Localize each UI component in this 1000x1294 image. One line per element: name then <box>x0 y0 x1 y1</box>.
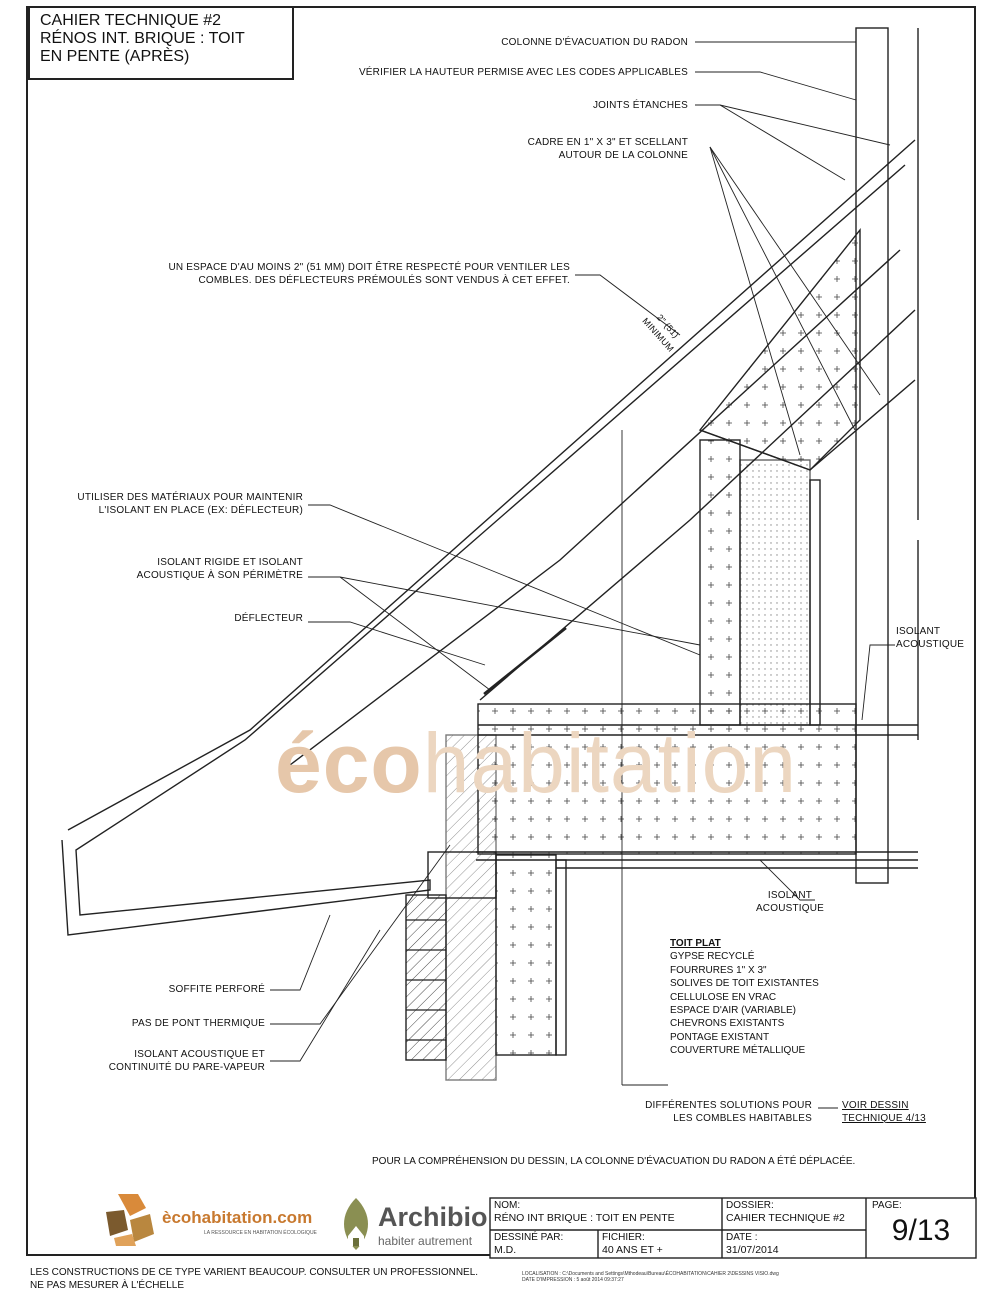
title-block-name: NOM: RÉNO INT BRIQUE : TOIT EN PENTE <box>490 1198 722 1230</box>
flat-roof-item: GYPSE RECYCLÉ <box>670 951 755 963</box>
label-rigid-insulation: ISOLANT RIGIDE ET ISOLANT ACOUSTIQUE À S… <box>100 557 303 582</box>
label-frame: CADRE EN 1" X 3" ET SCELLANT AUTOUR DE L… <box>480 137 688 162</box>
watermark-bold: éco <box>275 716 423 810</box>
radon-column <box>855 27 889 884</box>
title-block-date: DATE : 31/07/2014 <box>722 1230 866 1258</box>
label-acoustic-b2: ACOUSTIQUE <box>755 902 825 914</box>
label-acoustic-a1: ISOLANT <box>896 626 941 637</box>
label-see-1: VOIR DESSIN <box>842 1100 909 1111</box>
archibio-brand: Archibio <box>378 1202 488 1232</box>
dossier-value: CAHIER TECHNIQUE #2 <box>726 1212 845 1224</box>
label-ventilation-space: UN ESPACE D'AU MOINS 2" (51 mm) DOIT ÊTR… <box>130 262 570 287</box>
flat-roof-item: CELLULOSE EN VRAC <box>670 991 777 1003</box>
deflector-line <box>483 627 567 695</box>
label-acoustic-a2: ACOUSTIQUE <box>896 638 965 650</box>
label-acoustic-b1: ISOLANT <box>767 890 813 901</box>
ecohabitation-brand: ècohabitation.com <box>162 1208 312 1228</box>
page-number: 9/13 <box>891 1214 951 1247</box>
ecohabitation-watermark: écohabitation <box>275 715 797 812</box>
ecohabitation-logo: ècohabitation.com LA RESSOURCE EN HABITA… <box>100 1192 330 1252</box>
label-materials: UTILISER DES MATÉRIAUX POUR MAINTENIR L'… <box>60 492 303 517</box>
dossier-label: DOSSIER: <box>726 1200 774 1211</box>
title-line-2: RÉNOS INT. BRIQUE : TOIT <box>40 30 245 47</box>
label-acoustic-c2: CONTINUITÉ DU PARE-VAPEUR <box>108 1061 265 1073</box>
label-joints: JOINTS ÉTANCHES <box>592 100 688 111</box>
file-location-line: LOCALISATION : C:\Documents and Settings… <box>522 1271 779 1277</box>
slanted-insulation <box>698 228 861 471</box>
archibio-logo: Archibio habiter autrement <box>338 1196 488 1256</box>
label-solutions-2: LES COMBLES HABITABLES <box>673 1112 812 1124</box>
date-value: 31/07/2014 <box>726 1244 779 1256</box>
roof-slope-outer <box>61 164 906 936</box>
label-materials-1: UTILISER DES MATÉRIAUX POUR MAINTENIR <box>77 492 303 503</box>
title-block-file: FICHIER: 40 ANS ET + <box>598 1230 722 1258</box>
name-label: NOM: <box>494 1200 521 1211</box>
flat-roof-item: PONTAGE EXISTANT <box>670 1031 770 1043</box>
archibio-tagline: habiter autrement <box>378 1234 473 1248</box>
flat-roof-item: ESPACE D'AIR (VARIABLE) <box>670 1005 797 1017</box>
eco-brand-text: ècohabitation.com <box>162 1208 313 1227</box>
title-line-1: CAHIER TECHNIQUE #2 <box>40 12 222 29</box>
label-solutions-1: DIFFÉRENTES SOLUTIONS POUR <box>645 1100 812 1111</box>
label-space-1: UN ESPACE D'AU MOINS 2" (51 mm) DOIT ÊTR… <box>168 262 570 273</box>
label-thermal-bridge: PAS DE PONT THERMIQUE <box>131 1018 265 1029</box>
label-solutions: DIFFÉRENTES SOLUTIONS POUR LES COMBLES H… <box>600 1100 812 1125</box>
flat-roof-item: SOLIVES DE TOIT EXISTANTES <box>670 978 819 990</box>
title-block-dossier: DOSSIER: CAHIER TECHNIQUE #2 <box>722 1198 866 1230</box>
flat-roof-heading: TOIT PLAT <box>670 938 721 949</box>
watermark-light: habitation <box>422 716 798 810</box>
label-rigid-1: ISOLANT RIGIDE ET ISOLANT <box>157 557 303 568</box>
label-see-2: TECHNIQUE 4/13 <box>842 1112 926 1124</box>
interior-wall <box>495 854 557 1056</box>
drawn-by-label: DESSINÉ PAR: <box>494 1232 564 1243</box>
file-label: FICHIER: <box>602 1232 645 1243</box>
title-line-3: EN PENTE (APRÈS) <box>40 48 190 65</box>
archibio-leaf-icon <box>344 1198 368 1250</box>
page-label: PAGE: <box>872 1200 902 1211</box>
title-block-drawn-by: DESSINÉ PAR: M.D. <box>490 1230 598 1258</box>
file-value: 40 ANS ET + <box>602 1244 663 1256</box>
label-soffit: SOFFITE PERFORÉ <box>168 984 265 995</box>
ecohabitation-logo-icon <box>106 1194 154 1246</box>
file-location: LOCALISATION : C:\Documents and Settings… <box>522 1271 779 1283</box>
flat-roof-item: FOURRURES 1" X 3" <box>670 964 767 976</box>
label-frame-1: CADRE EN 1" X 3" ET SCELLANT <box>527 137 688 148</box>
label-acoustic-insulation-b: ISOLANT ACOUSTIQUE <box>725 890 855 915</box>
label-height-check: VÉRIFIER LA HAUTEUR PERMISE AVEC LES COD… <box>358 67 688 78</box>
title-block-page: PAGE: 9/13 <box>866 1198 976 1258</box>
date-label: DATE : <box>726 1232 758 1243</box>
knee-wall-batts <box>739 459 811 726</box>
flat-roof-insulation <box>477 703 857 855</box>
label-acoustic-insulation-a: ISOLANT ACOUSTIQUE <box>896 626 964 651</box>
label-rigid-2: ACOUSTIQUE À SON PÉRIMÈTRE <box>136 569 303 581</box>
label-deflector: DÉFLECTEUR <box>234 613 303 624</box>
roof-slope-line2 <box>67 139 916 831</box>
label-radon-column: COLONNE D'ÉVACUATION DU RADON <box>501 37 688 48</box>
label-frame-2: AUTOUR DE LA COLONNE <box>558 149 688 161</box>
print-date-line: DATE D'IMPRESSION : 5 août 2014 09:37:27 <box>522 1277 624 1283</box>
see-drawing-link[interactable]: VOIR DESSIN TECHNIQUE 4/13 <box>842 1100 926 1125</box>
label-acoustic-c1: ISOLANT ACOUSTIQUE ET <box>134 1049 265 1060</box>
label-acoustic-continuity: ISOLANT ACOUSTIQUE ET CONTINUITÉ DU PARE… <box>80 1049 265 1074</box>
radon-column-note: POUR LA COMPRÉHENSION DU DESSIN, LA COLO… <box>372 1156 856 1167</box>
ecohabitation-tagline: LA RESSOURCE EN HABITATION ÉCOLOGIQUE <box>204 1230 317 1236</box>
flat-roof-item: COUVERTURE MÉTALLIQUE <box>670 1045 806 1057</box>
label-space-2: COMBLES. DES DÉFLECTEURS PRÉMOULÉS SONT … <box>198 274 570 286</box>
label-materials-2: L'ISOLANT EN PLACE (EX: DÉFLECTEUR) <box>98 504 303 516</box>
name-value: RÉNO INT BRIQUE : TOIT EN PENTE <box>494 1212 675 1224</box>
drawing-title-box: CAHIER TECHNIQUE #2 RÉNOS INT. BRIQUE : … <box>28 6 294 80</box>
knee-wall <box>699 439 741 726</box>
flat-roof-item: CHEVRONS EXISTANTS <box>670 1018 785 1030</box>
flat-roof-legend: TOIT PLAT GYPSE RECYCLÉ FOURRURES 1" X 3… <box>670 937 819 1058</box>
wall-insulation <box>445 734 497 1081</box>
footer-disclaimer: LES CONSTRUCTIONS DE CE TYPE VARIENT BEA… <box>30 1267 479 1278</box>
footer-scale-note: NE PAS MESURER À L'ÉCHELLE <box>30 1280 184 1291</box>
drawn-by-value: M.D. <box>494 1244 517 1256</box>
